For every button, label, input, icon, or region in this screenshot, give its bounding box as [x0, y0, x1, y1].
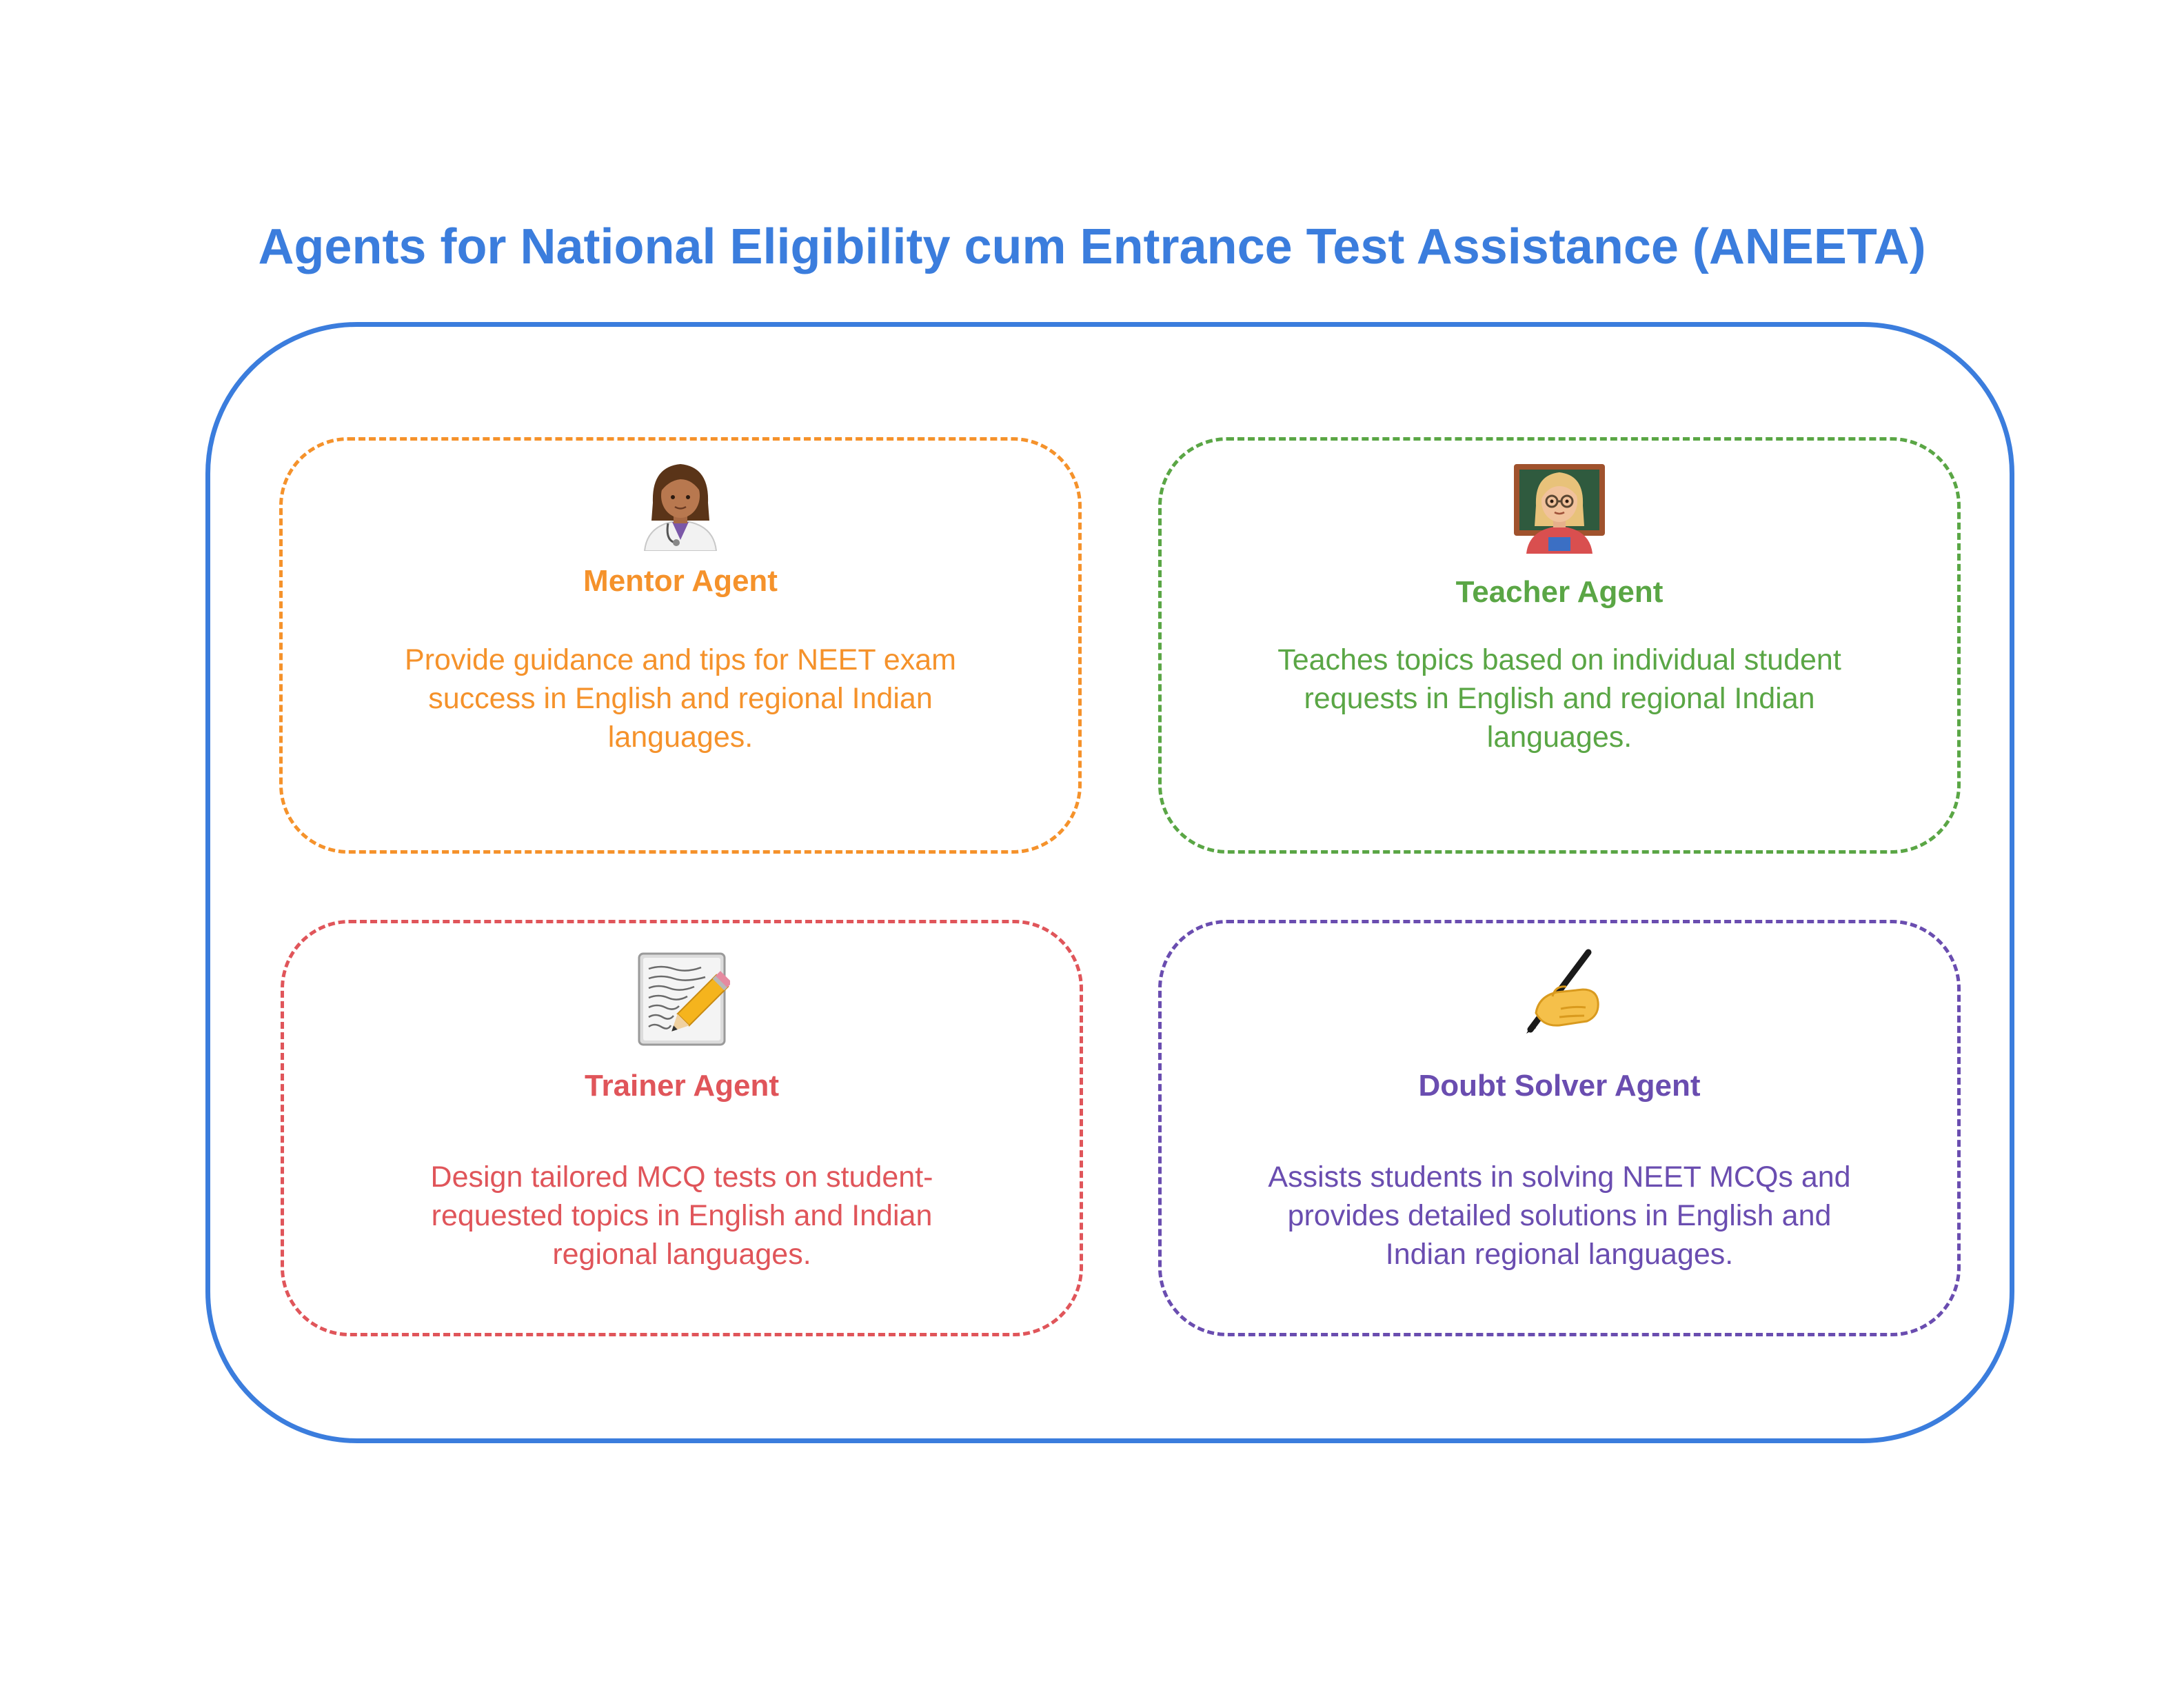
mentor-agent-description: Provide guidance and tips for NEET exam …: [405, 643, 956, 754]
trainer-agent-title: Trainer Agent: [585, 1069, 779, 1103]
doubt-solver-agent-card: Doubt Solver Agent Assists students in s…: [1158, 920, 1961, 1336]
teacher-agent-card: Teacher Agent Teaches topics based on in…: [1158, 437, 1961, 854]
trainer-agent-card: Trainer Agent Design tailored MCQ tests …: [281, 920, 1083, 1336]
doctor-woman-icon: [283, 454, 1078, 551]
teacher-woman-icon: [1162, 457, 1957, 554]
writing-hand-icon: [1162, 947, 1957, 1043]
mentor-agent-card: Mentor Agent Provide guidance and tips f…: [279, 437, 1082, 854]
agents-container: [205, 322, 2014, 1443]
teacher-agent-description: Teaches topics based on individual stude…: [1277, 643, 1841, 754]
doubt-solver-agent-title: Doubt Solver Agent: [1418, 1069, 1701, 1103]
diagram-title: Agents for National Eligibility cum Entr…: [258, 219, 1926, 274]
doubt-solver-agent-description: Assists students in solving NEET MCQs an…: [1268, 1160, 1851, 1271]
memo-pencil-icon: [284, 951, 1080, 1047]
trainer-agent-description: Design tailored MCQ tests on student-req…: [430, 1160, 933, 1271]
teacher-agent-title: Teacher Agent: [1455, 575, 1664, 609]
mentor-agent-title: Mentor Agent: [583, 564, 778, 598]
